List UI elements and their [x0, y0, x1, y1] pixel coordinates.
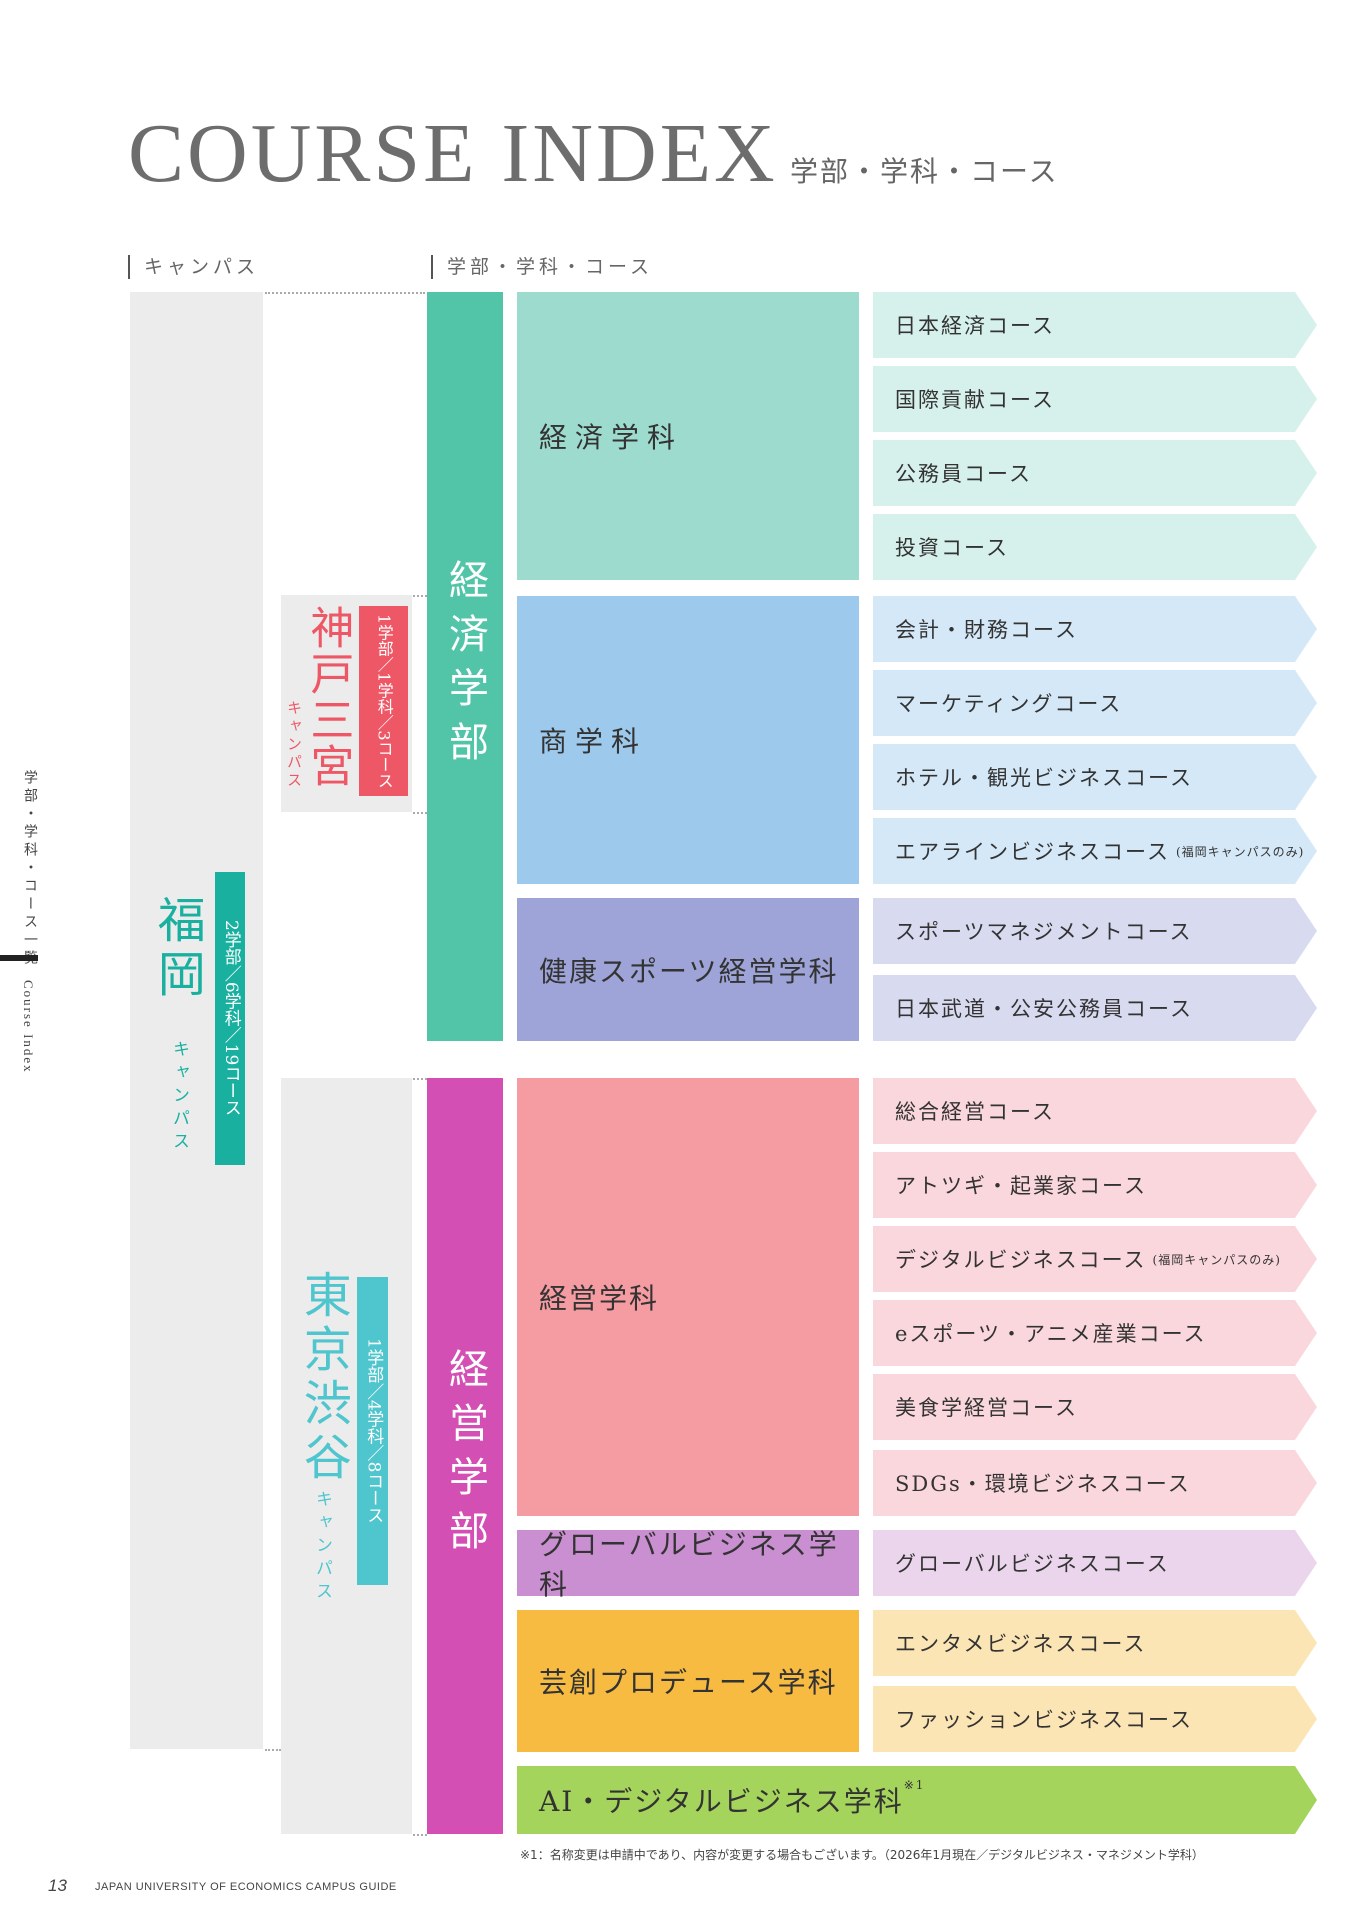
page-subtitle: 学部・学科・コース — [790, 155, 1059, 188]
course-digital-business: デジタルビジネスコース(福岡キャンパスのみ) — [873, 1226, 1317, 1292]
connector-line — [265, 292, 425, 294]
course-budo-public-safety: 日本武道・公安公務員コース — [873, 975, 1317, 1041]
course-entertainment-business: エンタメビジネスコース — [873, 1610, 1317, 1676]
department-ai-digital-business: AI・デジタルビジネス学科※1 — [517, 1766, 1317, 1834]
fukuoka-campus-label: キャンパス — [169, 1040, 189, 1155]
page-number: 13 — [48, 1876, 67, 1895]
connector-line — [413, 812, 427, 814]
connector-line — [413, 595, 427, 597]
footnote: ※1：名称変更は申請中であり、内容が変更する場合もございます。（2026年1月現… — [520, 1848, 1204, 1862]
footnote-mark: ※1 — [903, 1778, 926, 1792]
department-art-produce: 芸創プロデュース学科 — [517, 1610, 859, 1752]
course-successor-entrepreneur: アトツギ・起業家コース — [873, 1152, 1317, 1218]
course-investment: 投資コース — [873, 514, 1317, 580]
course-note: (福岡キャンパスのみ) — [1152, 1252, 1281, 1267]
faculty-economics: 経済学部 — [427, 292, 503, 1041]
course-japan-economy: 日本経済コース — [873, 292, 1317, 358]
course-gastronomy-management: 美食学経営コース — [873, 1374, 1317, 1440]
footer-text: JAPAN UNIVERSITY OF ECONOMICS CAMPUS GUI… — [95, 1881, 397, 1893]
department-economics: 経済学科 — [517, 292, 859, 580]
connector-line — [265, 1749, 281, 1751]
course-airline-business: エアラインビジネスコース(福岡キャンパスのみ) — [873, 818, 1317, 884]
tokyo-campus-name: 東京渋谷 — [294, 1270, 351, 1486]
course-sports-management: スポーツマネジメントコース — [873, 898, 1317, 964]
faculty-management: 経営学部 — [427, 1078, 503, 1834]
course-note: (福岡キャンパスのみ) — [1175, 844, 1305, 859]
kobe-count-badge: 1学部／1学科／3コース — [359, 606, 408, 796]
structure-column-header: 学部・学科・コース — [431, 255, 653, 279]
department-global-business: グローバルビジネス学科 — [517, 1528, 859, 1601]
connector-line — [413, 1834, 427, 1836]
course-hotel-tourism: ホテル・観光ビジネスコース — [873, 744, 1317, 810]
department-health-sports: 健康スポーツ経営学科 — [517, 898, 859, 1041]
course-esports-anime: eスポーツ・アニメ産業コース — [873, 1300, 1317, 1366]
kobe-campus-name: 神戸三宮 — [302, 605, 354, 789]
campus-column-header: キャンパス — [128, 255, 259, 279]
course-marketing: マーケティングコース — [873, 670, 1317, 736]
course-accounting-finance: 会計・財務コース — [873, 596, 1317, 662]
fukuoka-count-badge: 2学部／6学科／19コース — [215, 872, 245, 1165]
course-international-contribution: 国際貢献コース — [873, 366, 1317, 432]
side-label-jp: 学部・学科・コース一覧 — [22, 770, 38, 968]
page-title: COURSE INDEX — [128, 107, 778, 200]
side-label-en: Course Index — [21, 980, 36, 1074]
course-general-management: 総合経営コース — [873, 1078, 1317, 1144]
kobe-campus-label: キャンパス — [285, 700, 303, 790]
side-marker — [0, 955, 38, 961]
department-management: 経営学科 — [517, 1078, 859, 1516]
department-commerce: 商学科 — [517, 596, 859, 884]
connector-line — [413, 1078, 427, 1080]
course-sdgs-environment: SDGs・環境ビジネスコース — [873, 1450, 1317, 1516]
tokyo-campus-label: キャンパス — [312, 1490, 332, 1605]
tokyo-count-badge: 1学部／4学科／8コース — [357, 1277, 388, 1585]
course-fashion-business: ファッションビジネスコース — [873, 1686, 1317, 1752]
fukuoka-campus-name: 福岡 — [148, 895, 205, 1003]
tokyo-campus-block — [281, 1078, 412, 1834]
course-public-servant: 公務員コース — [873, 440, 1317, 506]
course-global-business: グローバルビジネスコース — [873, 1530, 1317, 1596]
